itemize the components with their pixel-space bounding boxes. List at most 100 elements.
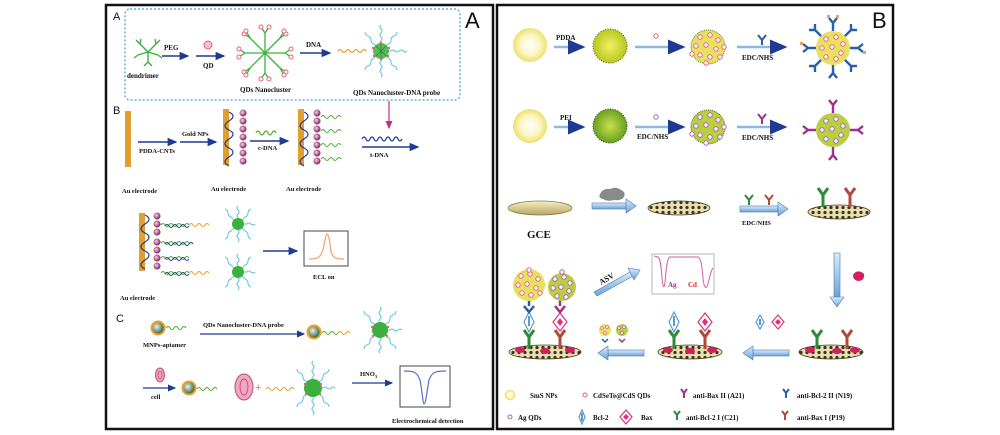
asv-plot-area: [651, 253, 715, 295]
probe-binding-label: QDs Nanocluster-DNA probe: [203, 322, 284, 329]
electrochemical-plot-box: [399, 365, 451, 408]
pei-coated-np: [592, 108, 628, 144]
antigens-icon: [755, 313, 785, 331]
au-electrode-label-4: Au electrode: [120, 295, 155, 302]
edc-nhs-label-row3: EDC/NHS: [742, 220, 771, 227]
legend-label-ag-qds: Ag QDs: [518, 414, 542, 422]
released-probe: [265, 360, 336, 416]
t-dna-strand-icon: [361, 136, 403, 142]
c-dna-label: c-DNA: [258, 145, 277, 152]
asv-curve: [653, 255, 714, 288]
bound-probe-bottom: [224, 253, 256, 291]
legend-label-anti-bcl2-ii: anti-Bcl-2 II (N19): [797, 392, 853, 400]
legend-item-ag-qds: Ag QDs: [507, 414, 542, 422]
label-conjugates-icon: [599, 324, 628, 344]
pei-label: PEI: [560, 114, 572, 122]
panel-b: PDDA EDC/NHS: [504, 15, 871, 426]
ag-qd-loaded-np: [689, 109, 727, 146]
legend-item-bcl2: Bcl-2: [578, 408, 609, 426]
section-a-dashed-box: [124, 8, 461, 101]
bound-probe-top: [224, 205, 256, 243]
electrochemical-detection-label: Electrochemical detection: [392, 418, 464, 425]
asv-ag-peak-label: Ag: [668, 281, 677, 289]
antibody-blue-icon-row1: [757, 34, 767, 45]
au-electrode-label-1: Au electrode: [122, 188, 157, 195]
ag-qd-icon-row2: [653, 114, 659, 120]
dna-label: DNA: [306, 41, 321, 49]
legend-item-anti-bax-ii: anti-Bax II (A21): [680, 388, 745, 400]
section-a: A dendrimer PEG QD QDs Nanocluster DNA: [113, 8, 461, 101]
anti-bax-conjugate-np: [802, 99, 864, 161]
pdda-coated-np: [592, 28, 628, 64]
asv-voltammogram: Ag Cd: [651, 253, 715, 295]
section-b: B Au electrode PDDA-CNTs Gold NPs Au ele…: [113, 105, 420, 302]
cell-icon-small: [155, 367, 165, 383]
anti-bcl2-conjugate-np: [800, 15, 866, 79]
qds-nanocluster-label: QDs Nanocluster: [240, 86, 291, 94]
mnps-cell-complex: [181, 373, 254, 401]
asv-cd-peak-label: Cd: [688, 281, 697, 289]
ecl-on-label: ECL on: [313, 274, 335, 281]
cell-label: cell: [151, 394, 161, 401]
qd-label: QD: [203, 62, 214, 70]
plus-sign: +: [255, 382, 261, 394]
electrochemical-dip-curve: [403, 370, 447, 405]
antibody-purple-icon-row2: [757, 113, 767, 124]
mnps-probe-complex: [306, 306, 403, 354]
legend-label-bax: Bax: [641, 414, 653, 422]
section-c-label: C: [116, 313, 124, 325]
pdda-label: PDDA: [556, 34, 575, 42]
arrow-antigen-binding: [742, 345, 790, 361]
arrow-edc-nhs-row3: [739, 201, 789, 217]
mnps-aptamer-label: MNPs-aptamer: [143, 342, 186, 349]
peg-label: PEG: [164, 44, 179, 52]
graphene-modified-gce: [647, 200, 711, 216]
legend-item-anti-bcl2-i: anti-Bcl-2 I (C21): [673, 410, 739, 422]
dendrimer-label: dendrimer: [127, 72, 159, 80]
arrow-asv: [593, 267, 641, 297]
sms-np-row2: [513, 109, 547, 143]
legend: SmS NPs CdSeTe@CdS QDs anti-Bax II (A21)…: [504, 388, 853, 426]
qd-loaded-np-row1: [689, 29, 727, 66]
probe-label: QDs Nanocluster-DNA probe: [353, 89, 440, 97]
antibody-modified-electrode: [807, 187, 871, 220]
c-dna-strand-icon: [255, 130, 277, 136]
ecl-peak-curve: [308, 233, 345, 260]
edc-nhs-label-row2b: EDC/NHS: [742, 134, 773, 142]
mnps-aptamer-icon: [150, 320, 187, 336]
edc-nhs-label-row1: EDC/NHS: [742, 54, 773, 62]
au-electrode-label-2: Au electrode: [211, 186, 246, 193]
section-a-label: A: [113, 11, 121, 23]
au-electrode-hybridized: [139, 212, 210, 276]
capture-antibodies-icon: [744, 194, 774, 205]
au-electrode-1: [125, 111, 131, 167]
panel-b-frame: [495, 3, 895, 431]
electrode-capture-ab-blocked: [798, 329, 864, 360]
graphene-flake-icon: [599, 187, 625, 201]
edc-nhs-label-row2a: EDC/NHS: [637, 133, 668, 141]
legend-label-cdsete-qds: CdSeTe@CdS QDs: [593, 392, 651, 400]
blocking-agent-icon: [853, 271, 865, 281]
qds-nanocluster-dna-probe-icon: [337, 24, 408, 78]
section-b-label: B: [113, 105, 120, 117]
legend-label-anti-bcl2-i: anti-Bcl-2 I (C21): [686, 414, 739, 422]
qds-nanocluster-icon: [236, 24, 294, 82]
legend-item-anti-bax-i: anti-Bax I (P19): [781, 410, 846, 422]
qd-icon: [203, 40, 213, 50]
legend-label-sms-nps: SmS NPs: [530, 392, 558, 400]
panel-a-corner-label: A: [465, 8, 480, 33]
dendrimer-icon: [133, 38, 163, 67]
hno3-label: HNO3: [360, 371, 378, 379]
legend-label-anti-bax-i: anti-Bax I (P19): [797, 414, 846, 422]
au-electrode-gold-nps: [223, 109, 247, 167]
legend-item-anti-bcl2-ii: anti-Bcl-2 II (N19): [782, 388, 853, 400]
legend-item-bax: Bax: [619, 409, 653, 425]
au-electrode-c-dna: [298, 109, 342, 167]
legend-item-cdsete-qds: CdSeTe@CdS QDs: [582, 392, 651, 400]
gce-electrode: [507, 200, 573, 216]
sms-np-row1: [513, 28, 547, 62]
legend-label-bcl2: Bcl-2: [593, 414, 609, 422]
t-dna-label: t-DNA: [370, 152, 389, 159]
arrow-down-blocking: [829, 252, 845, 308]
